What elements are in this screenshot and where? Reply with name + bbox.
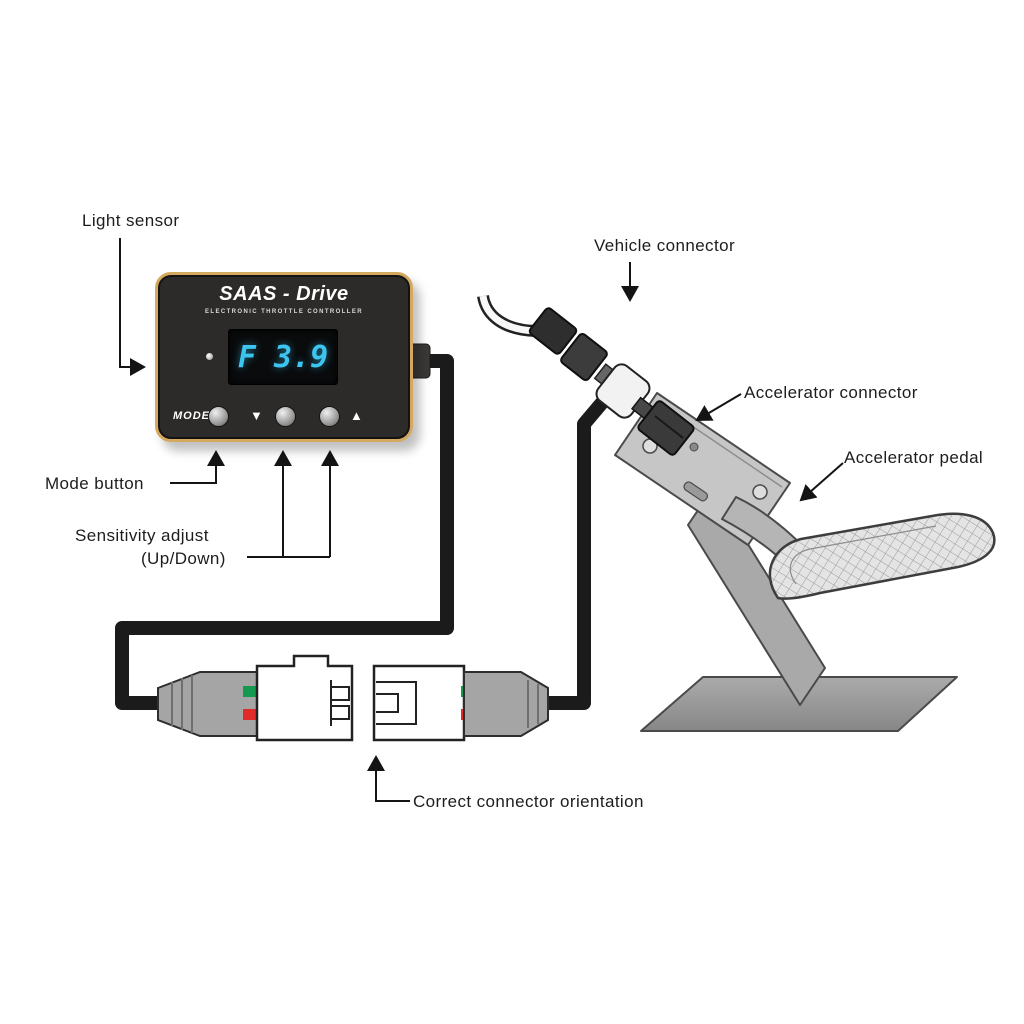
cable-left-run [115, 354, 454, 710]
display-value: F 3.9 [237, 339, 329, 375]
sensitivity-down-button [275, 406, 296, 427]
mode-label: MODE [173, 410, 210, 422]
label-light-sensor: Light sensor [82, 211, 180, 230]
right-connector-body [372, 664, 466, 742]
device-subtitle: ELECTRONIC THROTTLE CONTROLLER [205, 309, 363, 315]
label-sensitivity-adjust: Sensitivity adjust [75, 526, 209, 545]
bracket-hole [752, 484, 768, 500]
leader-connector-orientation [367, 755, 410, 802]
cable-right-run [540, 393, 612, 710]
pedal-pad-inner-line [789, 525, 937, 585]
controller-cable [115, 354, 612, 710]
brand-suffix: - Drive [276, 283, 349, 305]
label-sensitivity-adjust-sub: (Up/Down) [141, 549, 226, 568]
right-boot-ribs [527, 680, 539, 728]
pedal-support-arm [687, 487, 826, 706]
light-sensor [206, 353, 213, 360]
throttle-controller-device: SAAS - Drive ELECTRONIC THROTTLE CONTROL… [155, 272, 413, 442]
leader-accelerator-connector [695, 393, 742, 422]
right-connector-latch [376, 681, 417, 725]
left-boot-ribs [171, 675, 193, 733]
leader-mode-button [170, 450, 225, 484]
label-mode-button: Mode button [45, 474, 144, 493]
brand-saas: SAAS [219, 283, 277, 305]
sensitivity-up-button [319, 406, 340, 427]
leader-light-sensor [119, 238, 146, 376]
vehicle-connector-plug-b [560, 332, 608, 382]
accelerator-connector-plug [637, 400, 695, 456]
device-display: F 3.9 [228, 329, 338, 385]
label-accelerator-pedal: Accelerator pedal [844, 448, 984, 467]
up-arrow-icon: ▲ [350, 408, 363, 423]
down-arrow-icon: ▼ [250, 408, 263, 423]
accelerator-connector-rib [654, 415, 684, 439]
mode-button [208, 406, 229, 427]
leader-accelerator-pedal [799, 462, 844, 502]
left-connector-latch [330, 680, 350, 726]
leader-lines [119, 238, 844, 802]
device-controls: MODE ▼ ▲ [158, 405, 410, 429]
connector-pair [157, 654, 549, 742]
left-connector-body [255, 654, 354, 742]
vehicle-harness-wire [479, 295, 537, 335]
device-brand: SAAS - Drive [158, 283, 410, 306]
left-wire-green [243, 686, 259, 697]
bracket-slot [683, 481, 709, 502]
label-connector-orientation: Correct connector orientation [413, 792, 644, 811]
pedal-pad [768, 512, 996, 600]
connector-chain [477, 294, 695, 456]
vehicle-connector-plug-a [528, 307, 578, 355]
left-wire-red [243, 709, 259, 720]
label-vehicle-connector: Vehicle connector [594, 236, 735, 255]
right-connector-boot [463, 671, 549, 737]
bracket-pivot [689, 442, 699, 452]
label-accelerator-connector: Accelerator connector [744, 383, 918, 402]
